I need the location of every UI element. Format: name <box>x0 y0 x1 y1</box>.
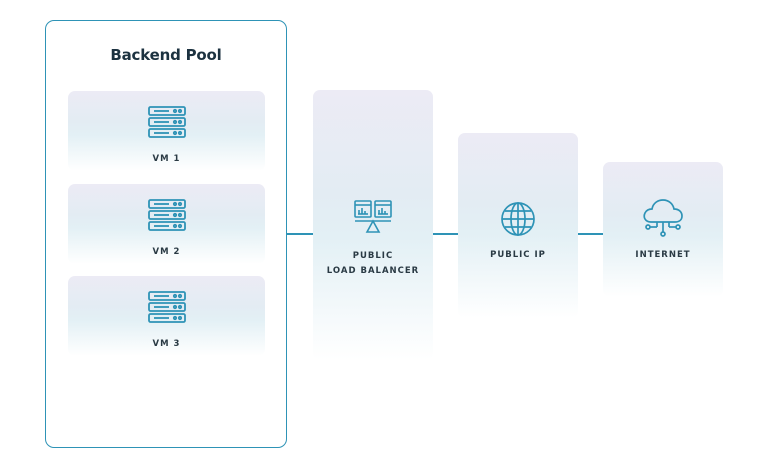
connector-lb-to-ip <box>433 233 458 235</box>
server-icon <box>148 106 186 138</box>
load-balancer-label-line2: LOAD BALANCER <box>326 266 420 276</box>
internet-label: INTERNET <box>635 250 691 260</box>
load-balancer-card[interactable]: PUBLIC LOAD BALANCER <box>313 90 433 360</box>
public-ip-card[interactable]: PUBLIC IP <box>458 133 578 318</box>
internet-card[interactable]: INTERNET <box>603 162 723 297</box>
globe-icon <box>501 202 535 236</box>
vm-card-3[interactable]: VM 3 <box>68 276 265 356</box>
vm-label-3: VM 3 <box>152 339 181 349</box>
server-icon <box>148 291 186 323</box>
vm-label-1: VM 1 <box>152 154 181 164</box>
vm-label-2: VM 2 <box>152 247 181 257</box>
backend-pool-container: Backend Pool VM 1 VM 2 <box>45 20 287 448</box>
vm-card-1[interactable]: VM 1 <box>68 91 265 171</box>
cloud-network-icon <box>643 199 683 237</box>
server-icon <box>148 199 186 231</box>
vm-card-2[interactable]: VM 2 <box>68 184 265 264</box>
public-ip-label: PUBLIC IP <box>490 250 546 260</box>
load-balancer-label-line1: PUBLIC <box>352 251 394 261</box>
connector-ip-to-internet <box>578 233 603 235</box>
backend-pool-title: Backend Pool <box>110 46 222 64</box>
connector-pool-to-lb <box>287 233 313 235</box>
load-balancer-icon <box>354 200 392 233</box>
